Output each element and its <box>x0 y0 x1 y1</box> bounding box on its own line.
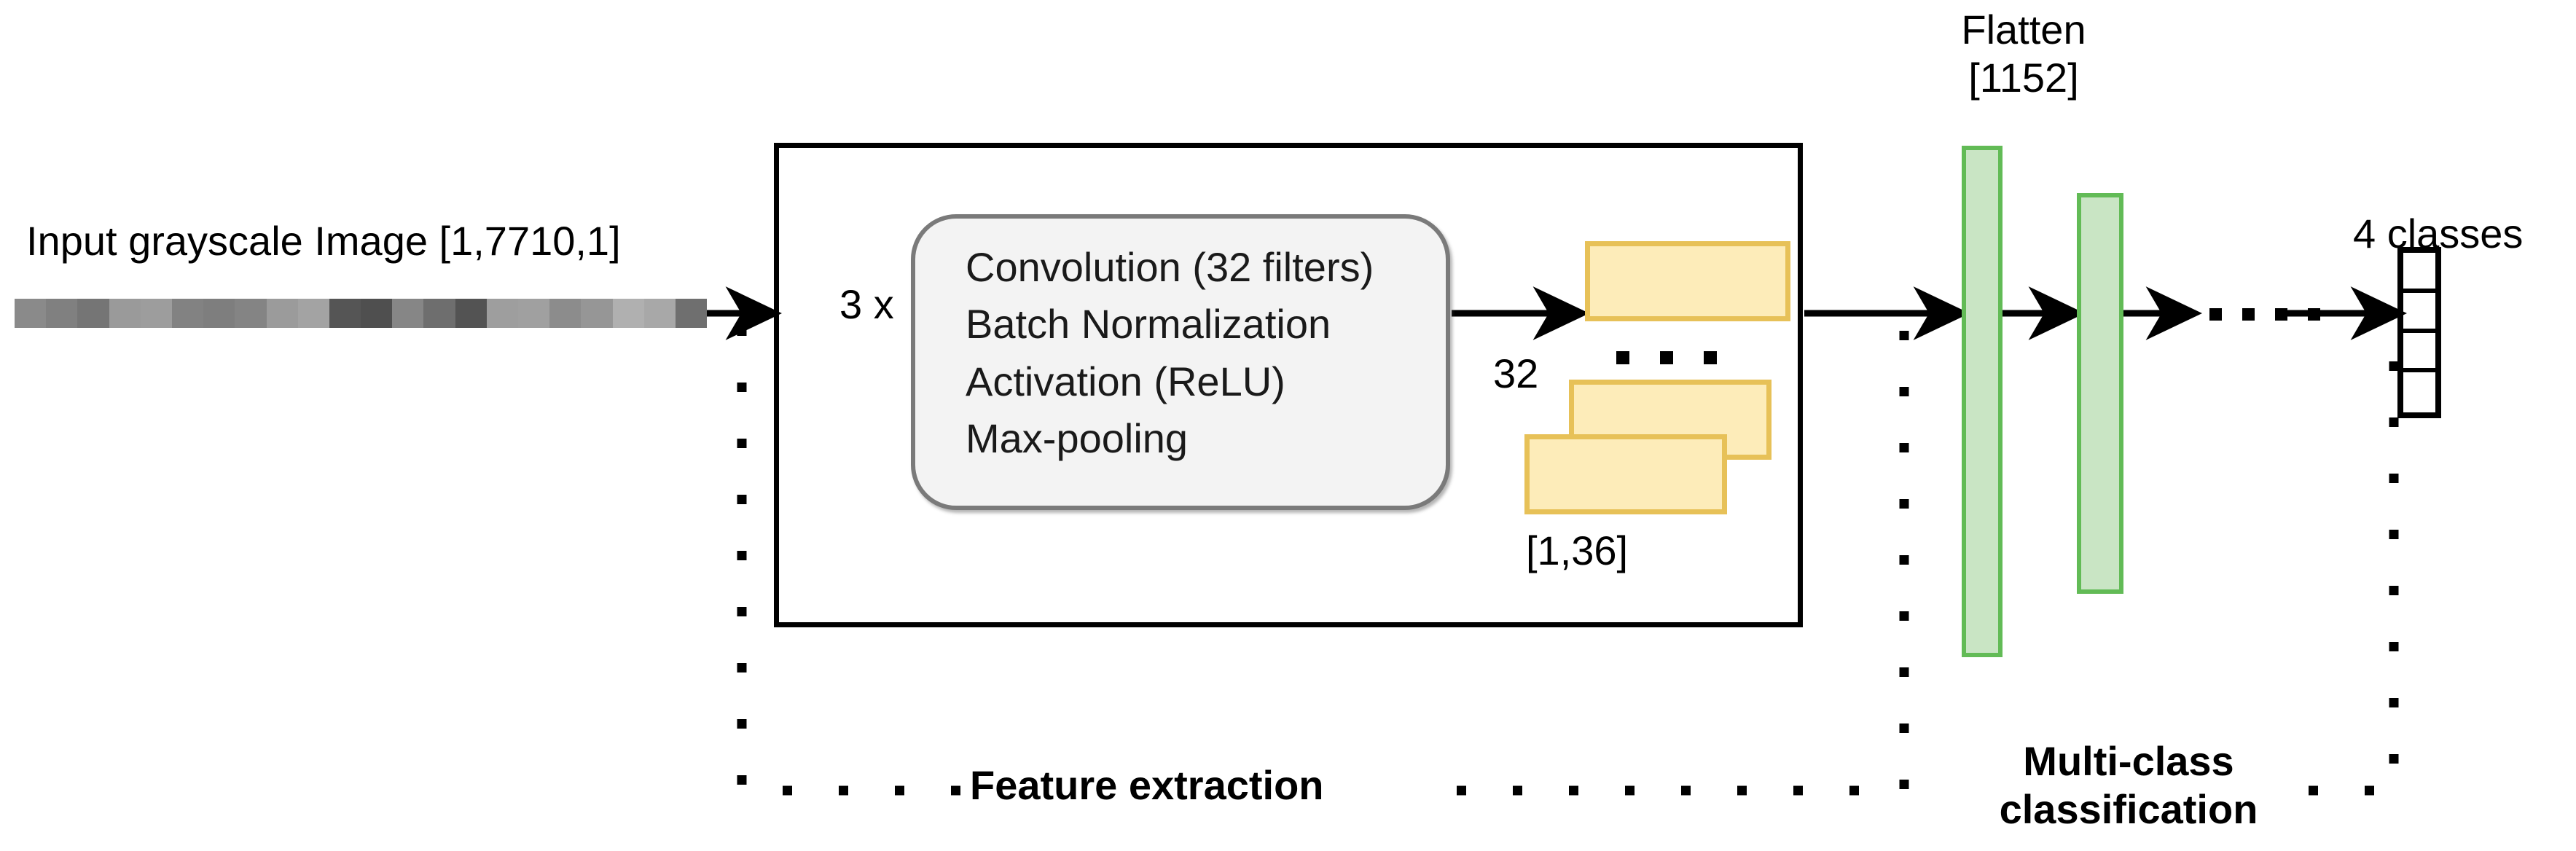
grayscale-segment-2 <box>77 299 109 328</box>
grayscale-segment-21 <box>675 299 708 328</box>
grayscale-segment-3 <box>109 299 141 328</box>
feature-map-ellipsis <box>1616 351 1717 364</box>
conv-block-line-2: Activation (ReLU) <box>966 358 1285 404</box>
grayscale-segment-10 <box>329 299 361 328</box>
conv-block-line-0: Convolution (32 filters) <box>966 244 1374 290</box>
output-class-cell-2 <box>2403 333 2435 373</box>
feature-map-count-label: 32 <box>1493 350 1539 396</box>
output-class-cell-3 <box>2403 372 2435 412</box>
repeat-count-label: 3 x <box>839 281 894 327</box>
grayscale-segment-18 <box>581 299 613 328</box>
conv-block-rounded-box <box>911 214 1450 510</box>
feature-map-shape-label: [1,36] <box>1526 528 1629 573</box>
grayscale-input-strip <box>15 299 708 328</box>
dotted-bracket-classification-right <box>2309 326 2399 796</box>
multiclass-label-line1: Multi-class <box>2023 738 2234 784</box>
grayscale-segment-7 <box>235 299 267 328</box>
grayscale-segment-5 <box>171 299 204 328</box>
grayscale-segment-19 <box>612 299 644 328</box>
grayscale-segment-12 <box>392 299 424 328</box>
flatten-label: Flatten[1152] <box>1918 6 2129 102</box>
conv-block-layer-list: Convolution (32 filters) Batch Normalizat… <box>966 239 1374 468</box>
grayscale-segment-11 <box>361 299 393 328</box>
grayscale-segment-4 <box>140 299 172 328</box>
grayscale-segment-16 <box>518 299 550 328</box>
feature-map-front <box>1524 434 1727 514</box>
output-class-cell-1 <box>2403 293 2435 333</box>
output-class-vector <box>2397 247 2441 418</box>
grayscale-segment-6 <box>203 299 235 328</box>
grayscale-segment-13 <box>423 299 455 328</box>
dense-layer-bar <box>2077 193 2123 594</box>
output-class-cell-0 <box>2403 253 2435 293</box>
flatten-layer-bar <box>1962 146 2003 657</box>
grayscale-segment-20 <box>643 299 676 328</box>
feature-map-top <box>1585 241 1790 321</box>
feature-extraction-box <box>774 143 1803 627</box>
grayscale-segment-8 <box>266 299 298 328</box>
grayscale-segment-15 <box>486 299 518 328</box>
flatten-label-line2: [1152] <box>1968 55 2079 101</box>
conv-block-line-3: Max-pooling <box>966 415 1189 462</box>
grayscale-segment-9 <box>297 299 329 328</box>
grayscale-segment-1 <box>46 299 78 328</box>
grayscale-segment-14 <box>455 299 487 328</box>
grayscale-segment-0 <box>15 299 47 328</box>
input-image-label: Input grayscale Image [1,7710,1] <box>26 218 621 264</box>
multiclass-label-line2: classification <box>1999 786 2258 833</box>
flatten-label-line1: Flatten <box>1961 7 2086 52</box>
dense-layers-ellipsis <box>2209 308 2320 321</box>
conv-block-line-1: Batch Normalization <box>966 301 1331 348</box>
section-label-feature-extraction: Feature extraction <box>970 762 1324 808</box>
grayscale-segment-17 <box>549 299 582 328</box>
